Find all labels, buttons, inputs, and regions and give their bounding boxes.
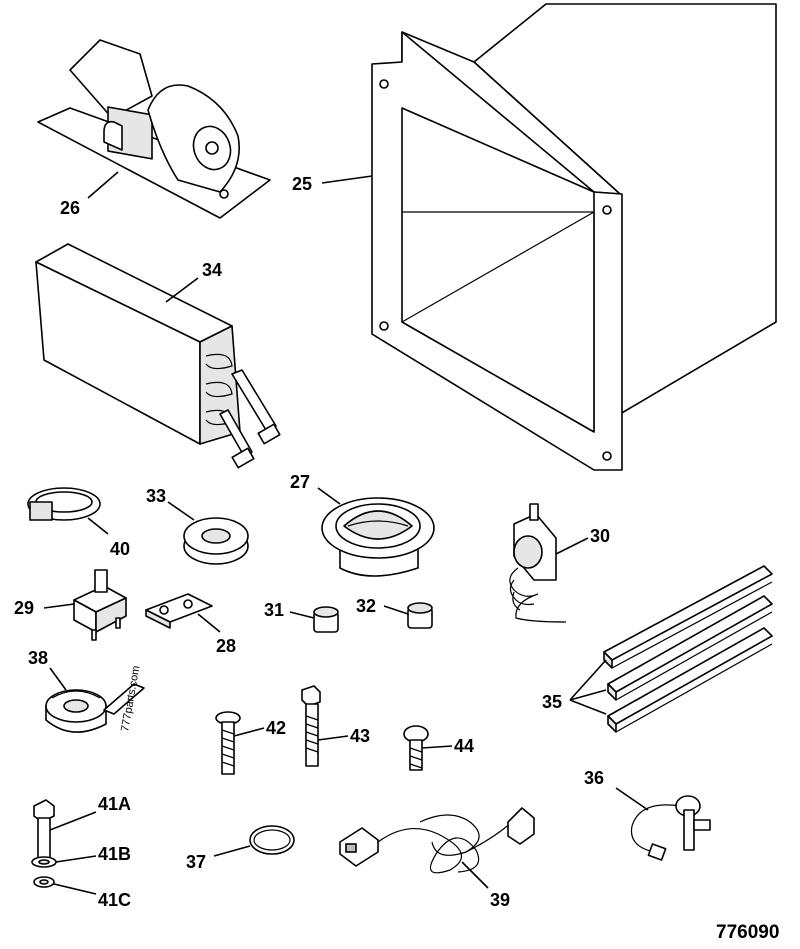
part-38-tape-roll [45,683,145,733]
part-27-face-vent [321,497,435,577]
part-29-switch [73,569,127,641]
leader-41c [53,883,97,895]
label-25: 25 [292,174,312,194]
label-29: 29 [14,598,34,618]
label-30: 30 [590,526,610,546]
label-41c: 41C [98,890,131,910]
part-28-plate [145,593,213,629]
part-43-bolt [301,685,321,767]
part-39-wiring-harness [339,807,535,874]
part-26-blower-motor [37,39,271,219]
leader-39 [461,861,489,889]
drawing-number: 776090 [716,922,779,943]
leader-40 [87,517,109,535]
label-28: 28 [216,636,236,656]
label-41a: 41A [98,794,131,814]
part-34-heater-matrix [35,243,281,469]
label-37: 37 [186,852,206,872]
leader-33 [167,501,195,521]
label-33: 33 [146,486,166,506]
label-35: 35 [542,692,562,712]
label-26: 26 [60,198,80,218]
part-36-expansion-valve [630,795,711,861]
label-44: 44 [454,736,474,756]
part-41c-spring-washer [33,876,55,888]
label-43: 43 [350,726,370,746]
leader-31 [289,611,315,619]
leader-28 [197,613,221,633]
label-36: 36 [584,768,604,788]
label-31: 31 [264,600,284,620]
label-39: 39 [490,890,510,910]
leader-29 [43,603,75,609]
leader-41a [49,811,97,831]
part-44-screw [403,725,429,771]
part-40-hose-clip [27,487,101,521]
label-40: 40 [110,539,130,559]
leader-41b [55,855,97,863]
part-35-sealing-strips [603,565,773,733]
leader-34 [165,277,199,303]
leader-37 [213,845,251,857]
leader-30 [555,537,589,555]
label-41b: 41B [98,844,131,864]
leader-32 [383,605,409,615]
leader-36 [615,787,649,811]
part-33-grommet [183,517,249,565]
leader-26 [87,171,119,199]
leader-44 [421,745,453,749]
part-41b-washer [31,856,57,868]
part-41a-bolt [33,799,55,861]
label-38: 38 [28,648,48,668]
leader-35 [569,659,607,715]
leader-42 [233,727,265,737]
label-34: 34 [202,260,222,280]
leader-38 [49,667,67,691]
leader-27 [317,487,341,505]
label-27: 27 [290,472,310,492]
leader-43 [317,735,349,741]
part-42-screw [215,711,241,775]
part-30-thermostat [509,503,567,623]
part-31-knob [313,606,339,633]
part-32-knob [407,602,433,629]
label-32: 32 [356,596,376,616]
leader-25 [321,175,373,184]
label-42: 42 [266,718,286,738]
part-25-heater-housing [371,3,777,471]
part-37-o-ring [249,825,295,855]
